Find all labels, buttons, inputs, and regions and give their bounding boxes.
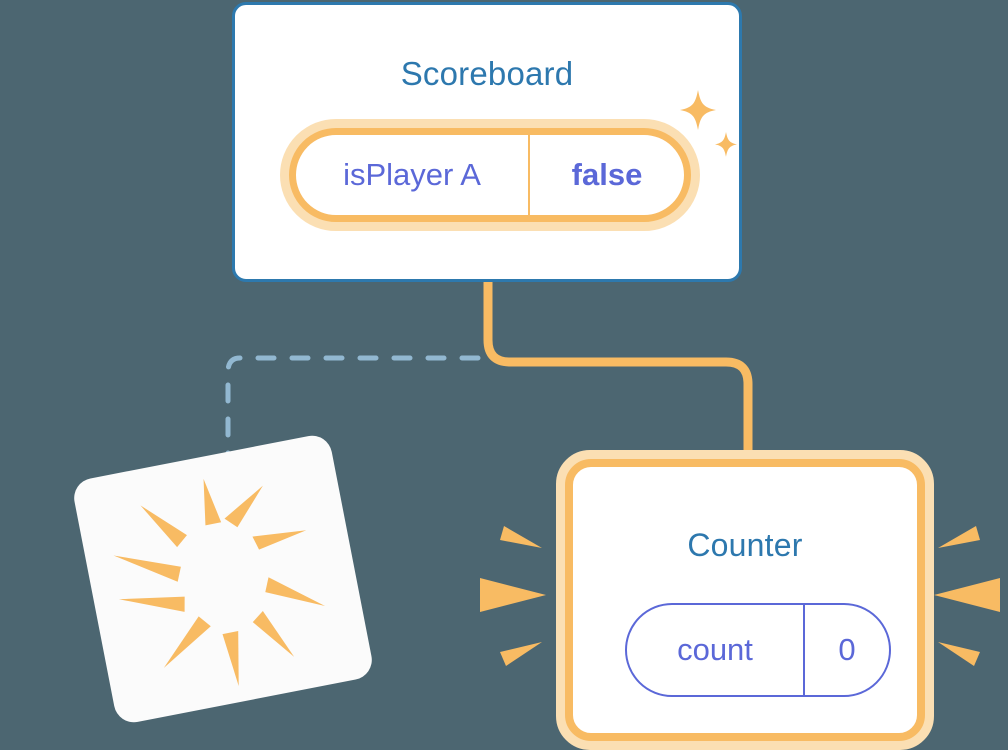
counter-card-surface: Counter count 0 [565,459,925,741]
scoreboard-title: Scoreboard [400,55,574,92]
counter-card[interactable]: Counter count 0 [556,450,934,750]
scoreboard-state-pill-glow: isPlayer A false [280,119,700,231]
connector-dashed-to-blank-card [225,355,481,475]
counter-state-key: count [627,605,805,695]
scoreboard-card[interactable]: Scoreboard isPlayer A false [232,2,742,282]
scoreboard-state-value: false [571,157,643,192]
counter-state-value: 0 [838,632,856,667]
scoreboard-state-key: isPlayer A [296,135,530,215]
connector-solid-to-counter [483,280,753,462]
counter-title: Counter [687,527,803,563]
blank-card[interactable] [70,432,376,726]
counter-state-pill[interactable]: count 0 [625,603,891,697]
scoreboard-state-pill[interactable]: isPlayer A false [289,128,691,222]
